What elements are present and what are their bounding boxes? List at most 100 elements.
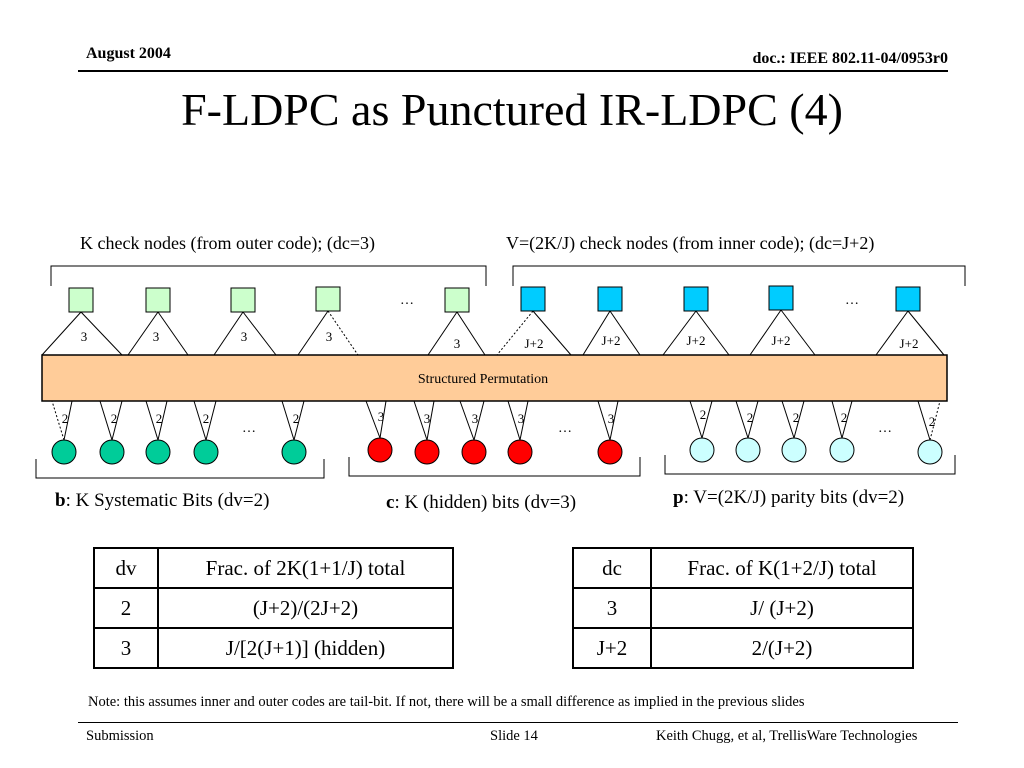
inner-check-degree: J+2 [525, 336, 544, 351]
edge-line [427, 311, 458, 356]
outer-check-node [68, 287, 94, 313]
edge-line [609, 400, 619, 441]
parity-bits-desc: : V=(2K/J) parity bits (dv=2) [684, 487, 905, 508]
edge-line [695, 310, 730, 356]
hidden-bits-desc: : K (hidden) bits (dv=3) [394, 492, 576, 513]
inner-check-bracket [512, 265, 966, 286]
inner-check-node [768, 285, 794, 311]
footer-submission: Submission [86, 728, 154, 744]
outer-check-node [315, 286, 341, 312]
table-cell: 2/(J+2) [650, 627, 914, 669]
edge-line [496, 310, 534, 356]
edge-line [749, 309, 782, 356]
edge-line [193, 400, 207, 441]
edge-line [242, 311, 277, 356]
parity-bit-node [917, 439, 943, 465]
edge-line [327, 310, 359, 356]
systematic-bits-bracket [35, 459, 325, 479]
table-cell: (J+2)/(2J+2) [157, 587, 454, 629]
edge-line [917, 400, 931, 441]
hidden-bit-degree: 3 [378, 409, 385, 424]
table-cell: 2 [93, 587, 159, 629]
table-row: 3 J/ (J+2) [572, 587, 914, 629]
edge-line [609, 310, 641, 356]
slide-title: F-LDPC as Punctured IR-LDPC (4) [181, 84, 843, 135]
outer-check-label: K check nodes (from outer code); (dc=3) [80, 233, 375, 254]
graph-edges [41, 309, 945, 441]
edge-line [780, 309, 816, 356]
edge-line [157, 400, 168, 441]
parity-bit-node [689, 437, 715, 463]
edge-line [426, 400, 435, 441]
table-header-row: dc Frac. of K(1+2/J) total [572, 547, 914, 589]
permutation-block [41, 354, 948, 402]
edge-line [127, 311, 159, 356]
parity-bit-degree: 2 [929, 414, 936, 429]
table-header-cell: dc [572, 547, 652, 589]
systematic-bit-node [51, 439, 77, 465]
edge-line [701, 400, 713, 439]
edge-line [532, 310, 572, 356]
outer-check-node [230, 287, 256, 313]
inner-check-degree: J+2 [772, 333, 791, 348]
group-brackets [35, 265, 966, 479]
table-row: 3 J/[2(J+1)] (hidden) [93, 627, 454, 669]
graph-nodes [51, 285, 943, 465]
parity-bits-symbol: p [673, 487, 684, 508]
edge-line [213, 311, 244, 356]
inner-check-node [895, 286, 921, 312]
outer-check-bracket [50, 265, 487, 286]
outer-check-degree: 3 [81, 329, 88, 344]
parity-bits-label: p: V=(2K/J) parity bits (dv=2) [673, 487, 904, 508]
parity-bit-node [829, 437, 855, 463]
table-header-cell: Frac. of 2K(1+1/J) total [157, 547, 454, 589]
footer-slide-number: Slide 14 [490, 728, 538, 744]
outer-check-degree: 3 [241, 329, 248, 344]
table-cell: J/[2(J+1)] (hidden) [157, 627, 454, 669]
edge-line [841, 400, 853, 439]
edge-line [41, 311, 82, 356]
hidden-bits-label: c: K (hidden) bits (dv=3) [386, 492, 576, 513]
table-cell: 3 [93, 627, 159, 669]
edge-line [281, 400, 295, 441]
hidden-bit-node [414, 439, 440, 465]
edge-line [781, 400, 795, 439]
edge-line [875, 310, 909, 356]
edge-line [413, 400, 428, 441]
table-cell: J+2 [572, 627, 652, 669]
edge-line [597, 400, 611, 441]
systematic-bit-node [99, 439, 125, 465]
ellipsis: … [845, 293, 859, 308]
tail-bit-note: Note: this assumes inner and outer codes… [88, 694, 805, 710]
hidden-bit-node [597, 439, 623, 465]
edge-line [519, 400, 529, 441]
table-cell: J/ (J+2) [650, 587, 914, 629]
header-doc-id: doc.: IEEE 802.11-04/0953r0 [752, 50, 948, 67]
edge-line [99, 400, 113, 441]
table-header-row: dv Frac. of 2K(1+1/J) total [93, 547, 454, 589]
outer-check-node [444, 287, 470, 313]
inner-check-degree: J+2 [900, 336, 919, 351]
systematic-bit-degree: 2 [62, 411, 69, 426]
header-divider [78, 70, 948, 72]
edge-line [507, 400, 521, 441]
inner-check-node [597, 286, 623, 312]
edge-line [205, 400, 217, 441]
edge-line [582, 310, 611, 356]
edge-line [293, 400, 305, 441]
outer-check-node [145, 287, 171, 313]
footer-authors: Keith Chugg, et al, TrellisWare Technolo… [656, 728, 918, 744]
edge-line [459, 400, 475, 441]
variable-degree-table: dv Frac. of 2K(1+1/J) total 2 (J+2)/(2J+… [93, 547, 454, 669]
hidden-bit-degree: 3 [472, 411, 479, 426]
table-header-cell: Frac. of K(1+2/J) total [650, 547, 914, 589]
edge-line [157, 311, 189, 356]
systematic-bit-degree: 2 [156, 411, 163, 426]
hidden-bit-degree: 3 [518, 411, 525, 426]
outer-check-degree: 3 [153, 329, 160, 344]
check-degree-table: dc Frac. of K(1+2/J) total 3 J/ (J+2) J+… [572, 547, 914, 669]
edge-line [80, 311, 123, 356]
footer-divider [78, 722, 958, 723]
